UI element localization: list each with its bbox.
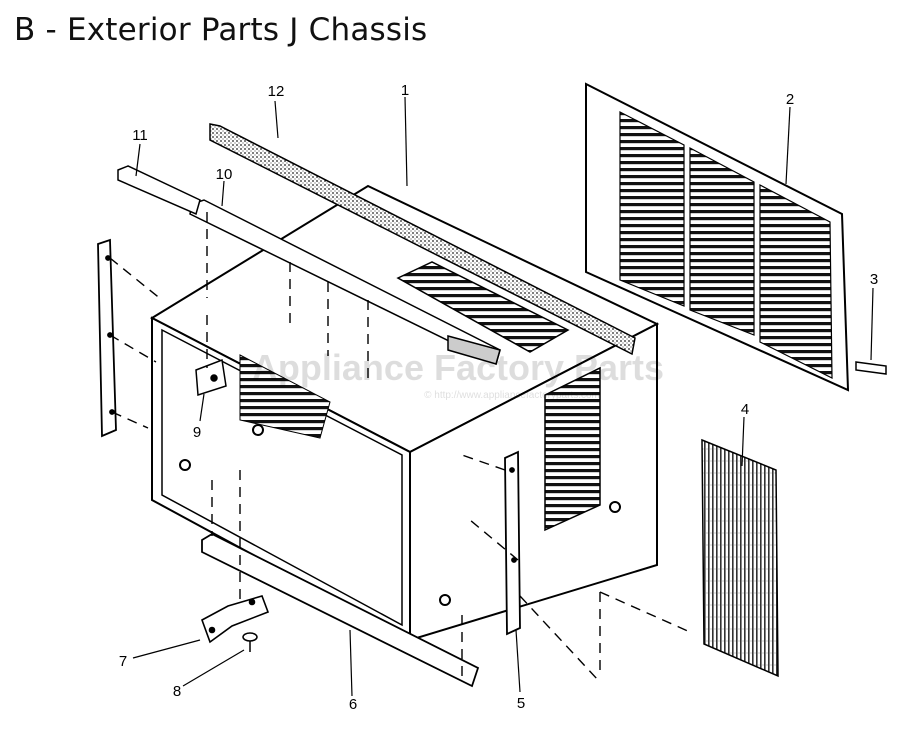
callout-12: 12 bbox=[268, 83, 285, 100]
callout-10: 10 bbox=[216, 166, 233, 183]
callout-4: 4 bbox=[741, 401, 749, 418]
assembly-guide-lines bbox=[109, 212, 691, 681]
side-trim-part-5 bbox=[504, 450, 521, 636]
bar-part-11 bbox=[117, 165, 201, 216]
screw-part-8 bbox=[242, 632, 258, 652]
bracket-part-7 bbox=[201, 595, 270, 644]
cabinet bbox=[149, 184, 660, 642]
watermark-copyright: © http://www.appliancefactoryparts.com bbox=[424, 390, 600, 401]
callout-2: 2 bbox=[786, 91, 794, 108]
callout-11: 11 bbox=[132, 127, 148, 144]
callout-6: 6 bbox=[349, 696, 357, 713]
callout-3: 3 bbox=[870, 271, 878, 288]
top-rail-part-12 bbox=[209, 123, 636, 356]
strip-part-3 bbox=[855, 361, 887, 375]
page-title: B - Exterior Parts J Chassis bbox=[14, 12, 428, 48]
filter-part-4 bbox=[701, 438, 779, 678]
leader-lines bbox=[132, 96, 874, 697]
callout-9: 9 bbox=[193, 424, 201, 441]
watermark-brand: Appliance Factory Parts bbox=[252, 347, 664, 388]
bottom-rail-part-6 bbox=[201, 532, 480, 688]
rail-part-10 bbox=[189, 199, 501, 366]
bracket-part-9 bbox=[195, 358, 227, 397]
callout-8: 8 bbox=[173, 683, 181, 700]
callout-5: 5 bbox=[517, 695, 525, 712]
side-trim-left bbox=[97, 238, 117, 438]
callout-1: 1 bbox=[401, 82, 409, 99]
front-grille-part-2 bbox=[585, 82, 850, 392]
callout-7: 7 bbox=[119, 653, 127, 670]
